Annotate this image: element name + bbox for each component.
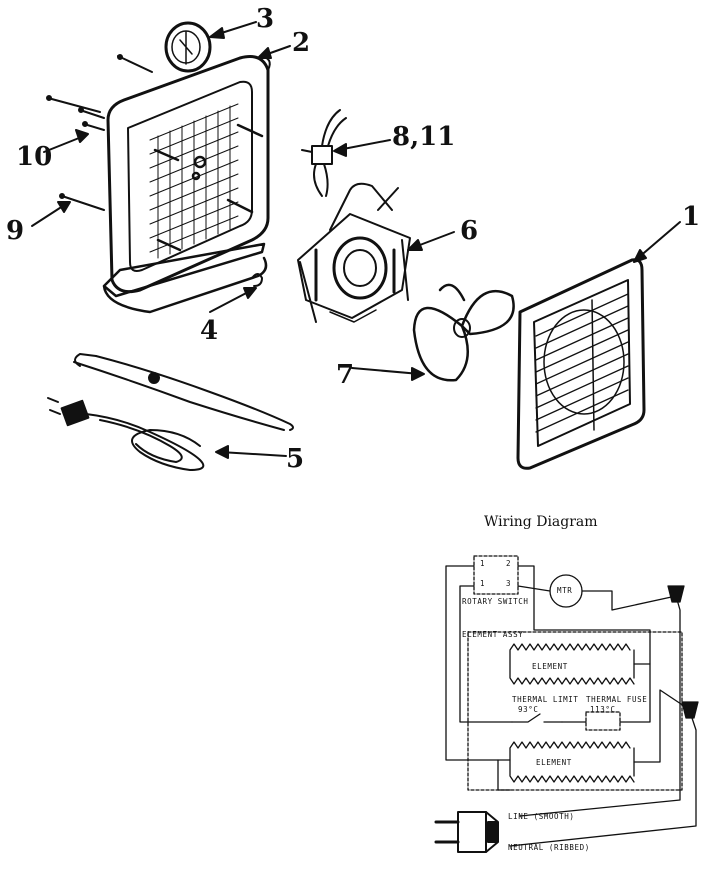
callout-1: 1: [682, 202, 701, 232]
element-bottom-label: ELEMENT: [536, 758, 572, 767]
element-assembly-box: [467, 631, 683, 791]
motor-assembly-part: [297, 182, 411, 323]
callout-4: 4: [200, 316, 219, 346]
element-top: [509, 643, 635, 685]
callout-10: 10: [16, 142, 53, 172]
thermal-limit-label: THERMAL LIMIT: [512, 695, 579, 704]
element-assy-label: ELEMENT ASSY: [462, 630, 524, 639]
front-grille-part: [516, 258, 646, 470]
switch-pin-1b: 1: [480, 579, 486, 588]
wiring-diagram-title: Wiring Diagram: [484, 514, 598, 530]
wiring-diagram: [434, 555, 699, 853]
clip-part: [251, 273, 263, 287]
switch-pin-2: 2: [506, 559, 512, 568]
control-knob-part: [164, 21, 212, 73]
callout-7: 7: [336, 360, 355, 390]
thermal-fuse-symbol: [585, 711, 621, 731]
heater-grille: [149, 103, 239, 259]
line-label: LINE (SMOOTH): [508, 812, 575, 821]
wire-nut-bottom: [681, 701, 699, 719]
callout-6: 6: [460, 216, 479, 246]
switch-wire-assembly-part: [301, 109, 347, 197]
rotary-switch-label: ROTARY SWITCH: [462, 597, 529, 606]
callout-2: 2: [292, 28, 311, 58]
element-top-label: ELEMENT: [532, 662, 568, 671]
element-bottom: [509, 741, 635, 783]
plug-symbol: [434, 811, 499, 853]
motor-label: MTR: [557, 586, 573, 595]
rotary-switch: [473, 555, 519, 595]
callout-3: 3: [256, 4, 275, 34]
wire-nut-top: [667, 585, 685, 603]
screws-part: [46, 54, 153, 211]
callout-8-11: 8,11: [392, 122, 456, 152]
fan-blade-part: [412, 283, 515, 382]
thermal-fuse-label: THERMAL FUSE: [586, 695, 648, 704]
heater-housing-part: [46, 21, 271, 314]
thermal-fuse-temp: 113°C: [590, 705, 616, 714]
switch-pin-1: 1: [480, 559, 486, 568]
thermal-limit-symbol: [511, 713, 563, 723]
power-cord-part: [47, 353, 294, 471]
switch-pin-3: 3: [506, 579, 512, 588]
neutral-label: NEUTRAL (RIBBED): [508, 843, 590, 852]
thermal-limit-temp: 93°C: [518, 705, 539, 714]
callout-9: 9: [6, 216, 25, 246]
callout-arrows: [31, 21, 681, 459]
callout-5: 5: [286, 444, 305, 474]
